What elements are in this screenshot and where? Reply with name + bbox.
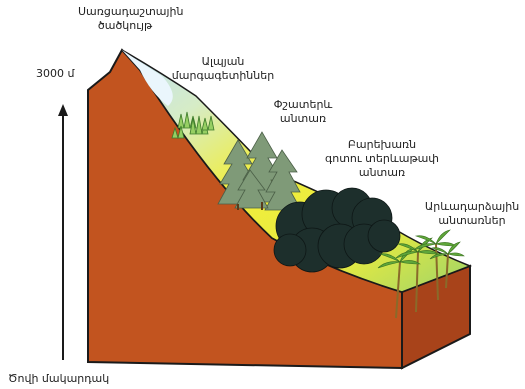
- label-conifer-line-2: անտառ: [268, 112, 338, 126]
- label-glacier-line-2: ծածկույթ: [78, 19, 172, 33]
- label-broadleaf-forest: Բարեխառն գոտու տերևաթափ անտառ: [322, 138, 442, 180]
- label-tropical-line-2: անտառներ: [424, 214, 520, 228]
- label-altitude-3000: 3000 մ: [36, 67, 80, 81]
- label-tropical-forests: Արևադարձային անտառներ: [424, 200, 520, 228]
- label-broadleaf-line-2: գոտու տերևաթափ: [322, 152, 442, 166]
- label-tropical-line-1: Արևադարձային: [424, 200, 520, 214]
- label-glacier-line-1: Սառցադաշտային: [78, 5, 172, 19]
- label-alpine-line-2: մարգագետիններ: [170, 69, 276, 83]
- label-sea-level: Ծովի մակարդակ: [8, 372, 118, 386]
- label-glacier: Սառցադաշտային ծածկույթ: [78, 5, 172, 33]
- label-alpine-meadows: Ալպյան մարգագետիններ: [170, 55, 276, 83]
- label-sea-level-text: Ծովի մակարդակ: [8, 372, 118, 386]
- altitude-axis-arrow: [58, 104, 68, 360]
- label-conifer-forest: Փշատերև անտառ: [268, 98, 338, 126]
- label-alpine-line-1: Ալպյան: [170, 55, 276, 69]
- label-broadleaf-line-3: անտառ: [322, 166, 442, 180]
- label-broadleaf-line-1: Բարեխառն: [322, 138, 442, 152]
- label-conifer-line-1: Փշատերև: [268, 98, 338, 112]
- label-altitude-value: 3000 մ: [36, 67, 80, 81]
